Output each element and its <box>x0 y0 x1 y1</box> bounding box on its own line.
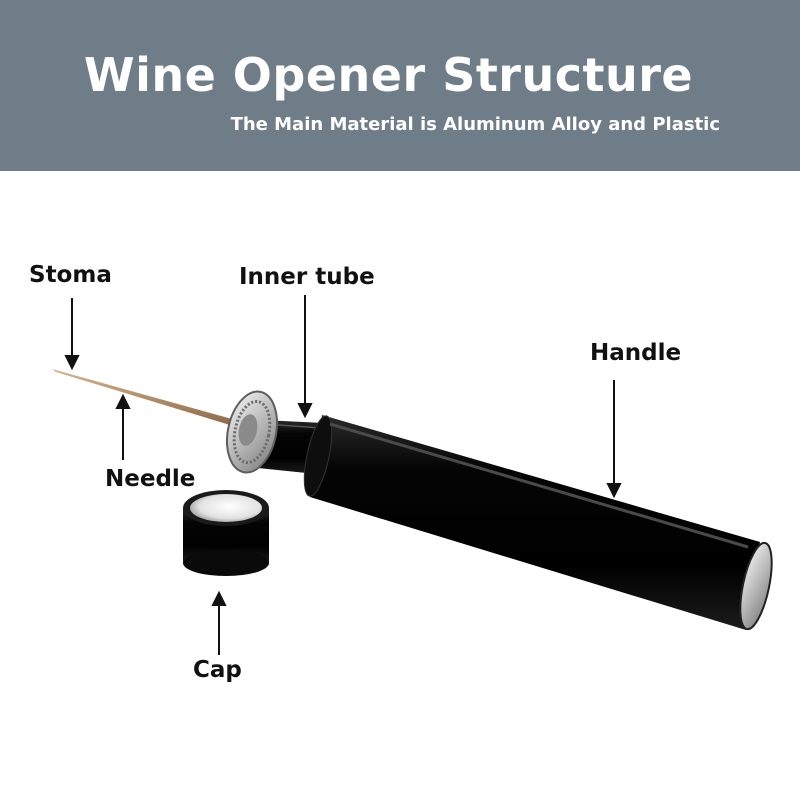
handle-arrow <box>608 380 620 496</box>
label-inner-tube: Inner tube <box>239 264 375 290</box>
inner-tube-arrow <box>299 295 311 416</box>
label-stoma: Stoma <box>29 262 112 288</box>
cap-arrow <box>213 593 225 655</box>
handle-body <box>299 414 778 632</box>
cap <box>183 490 269 576</box>
label-needle: Needle <box>105 466 195 492</box>
label-cap: Cap <box>193 657 242 683</box>
needle-arrow <box>117 396 129 460</box>
needle <box>52 369 232 425</box>
label-handle: Handle <box>590 340 681 366</box>
stoma-arrow <box>66 298 78 368</box>
